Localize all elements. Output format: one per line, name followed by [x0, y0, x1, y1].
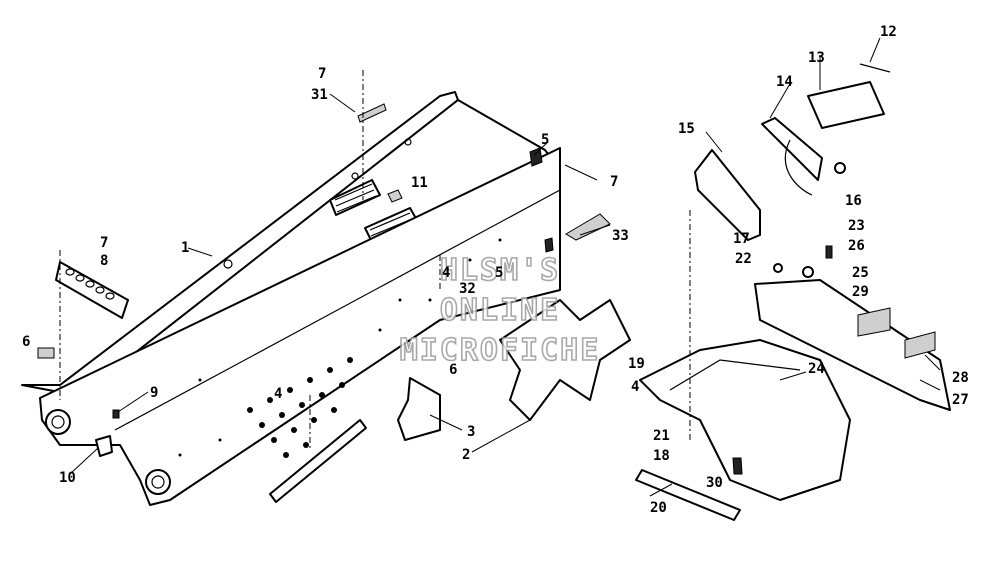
rear-bumper-assembly [635, 245, 951, 521]
callout-27: 27 [952, 392, 969, 408]
decal-part-6-left [37, 347, 55, 359]
rear-flap [754, 279, 951, 411]
callout-labels: 1 2 3 4 4 4 5 5 6 6 7 7 7 8 9 10 11 12 1… [22, 24, 969, 516]
tunnel-side-panel [39, 147, 561, 506]
tail-light-base [761, 117, 823, 181]
callout-7-b: 7 [100, 235, 108, 251]
callout-22: 22 [735, 251, 752, 267]
tail-light-assembly [694, 63, 891, 241]
mounting-bracket [397, 377, 441, 441]
decal-part-29 [857, 307, 891, 337]
traction-strip [269, 419, 367, 503]
side-panel-hole-pattern [178, 238, 502, 458]
perforated-guard [55, 261, 129, 319]
callout-5-a: 5 [541, 132, 549, 148]
callout-32: 32 [459, 281, 476, 297]
callout-4-b: 4 [442, 265, 450, 281]
nut-part-32 [544, 237, 554, 253]
rivet-part-30 [732, 457, 743, 475]
callout-2: 2 [462, 447, 470, 463]
clip-part-31 [357, 103, 387, 123]
snow-flap [499, 299, 631, 421]
callout-30: 30 [706, 475, 723, 491]
decal-part-33 [565, 213, 611, 241]
callout-20: 20 [650, 500, 667, 516]
washer-part-22 [773, 263, 783, 273]
callout-3: 3 [467, 424, 475, 440]
washer-part-25 [802, 266, 814, 278]
callout-7-c: 7 [610, 174, 618, 190]
callout-26: 26 [848, 238, 865, 254]
bulb [834, 162, 846, 174]
wire-harness [784, 139, 813, 196]
bolt-part-26 [825, 245, 833, 259]
callout-9: 9 [150, 385, 158, 401]
watermark-line-1: HLSM'S [440, 253, 560, 288]
leader-lines [59, 37, 941, 497]
callout-31: 31 [311, 87, 328, 103]
callout-19: 19 [628, 356, 645, 372]
reflector-part-20 [635, 469, 741, 521]
tail-light-housing [694, 149, 761, 241]
callout-4-a: 4 [274, 386, 282, 402]
rivet-part-9 [112, 409, 120, 419]
callout-6-b: 6 [449, 362, 457, 378]
callout-18: 18 [653, 448, 670, 464]
watermark-line-3: MICROFICHE [400, 333, 601, 368]
callout-28: 28 [952, 370, 969, 386]
rear-bumper [639, 339, 851, 501]
callout-23: 23 [848, 218, 865, 234]
screw-part-5 [529, 147, 543, 167]
callout-1: 1 [181, 240, 189, 256]
callout-21: 21 [653, 428, 670, 444]
callout-16: 16 [845, 193, 862, 209]
callout-5-b: 5 [495, 265, 503, 281]
callout-8: 8 [100, 253, 108, 269]
callout-29: 29 [852, 284, 869, 300]
callout-24: 24 [808, 361, 825, 377]
callout-17: 17 [733, 231, 750, 247]
grommet-part-10 [95, 435, 113, 457]
plug-part-11 [387, 189, 403, 203]
callout-10: 10 [59, 470, 76, 486]
watermark: HLSM'S ONLINE MICROFICHE [399, 252, 601, 369]
callout-14: 14 [776, 74, 793, 90]
decal-part-28 [904, 331, 936, 359]
tail-light-lens [807, 81, 885, 129]
callout-11: 11 [411, 175, 428, 191]
callout-4-c: 4 [631, 379, 639, 395]
callout-13: 13 [808, 50, 825, 66]
callout-7-a: 7 [318, 66, 326, 82]
callout-33: 33 [612, 228, 629, 244]
callout-25: 25 [852, 265, 869, 281]
callout-6-a: 6 [22, 334, 30, 350]
callout-12: 12 [880, 24, 897, 40]
watermark-line-2: ONLINE [440, 293, 560, 328]
callout-15: 15 [678, 121, 695, 137]
